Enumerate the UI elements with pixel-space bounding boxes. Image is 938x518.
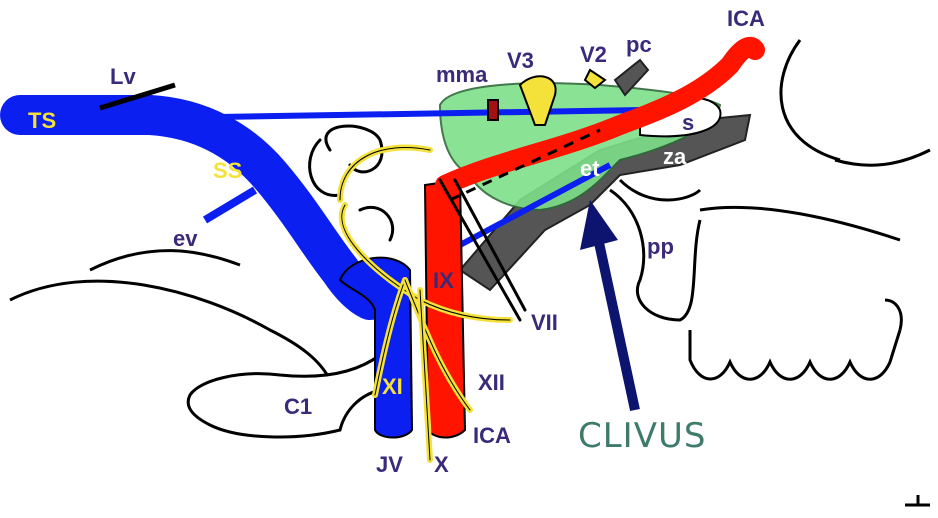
label-ss: SS	[213, 158, 242, 183]
mma-marker	[488, 100, 498, 120]
label-xii: XII	[478, 370, 505, 395]
teeth	[690, 300, 901, 379]
label-et: et	[580, 156, 600, 181]
label-mma: mma	[436, 62, 488, 87]
label-ev: ev	[173, 226, 198, 251]
corner-mark	[905, 495, 930, 505]
label-v2: V2	[580, 42, 607, 67]
label-v3: V3	[507, 48, 534, 73]
label-ica-bottom: ICA	[473, 423, 511, 448]
label-x: X	[434, 452, 449, 477]
label-za: za	[663, 144, 687, 169]
label-vii: VII	[531, 310, 558, 335]
clivus-arrow	[580, 200, 635, 410]
label-ts: TS	[28, 108, 56, 133]
label-clivus: CLIVUS	[578, 416, 706, 456]
label-jv: JV	[376, 452, 403, 477]
label-c1: C1	[284, 394, 312, 419]
label-pp: pp	[647, 234, 674, 259]
label-xi: XI	[382, 374, 403, 399]
label-pc: pc	[626, 32, 652, 57]
label-ica-top: ICA	[727, 6, 765, 31]
emissary-vein	[205, 190, 255, 220]
label-s: s	[682, 110, 694, 135]
label-lv: Lv	[110, 64, 136, 89]
label-ix: IX	[433, 268, 454, 293]
